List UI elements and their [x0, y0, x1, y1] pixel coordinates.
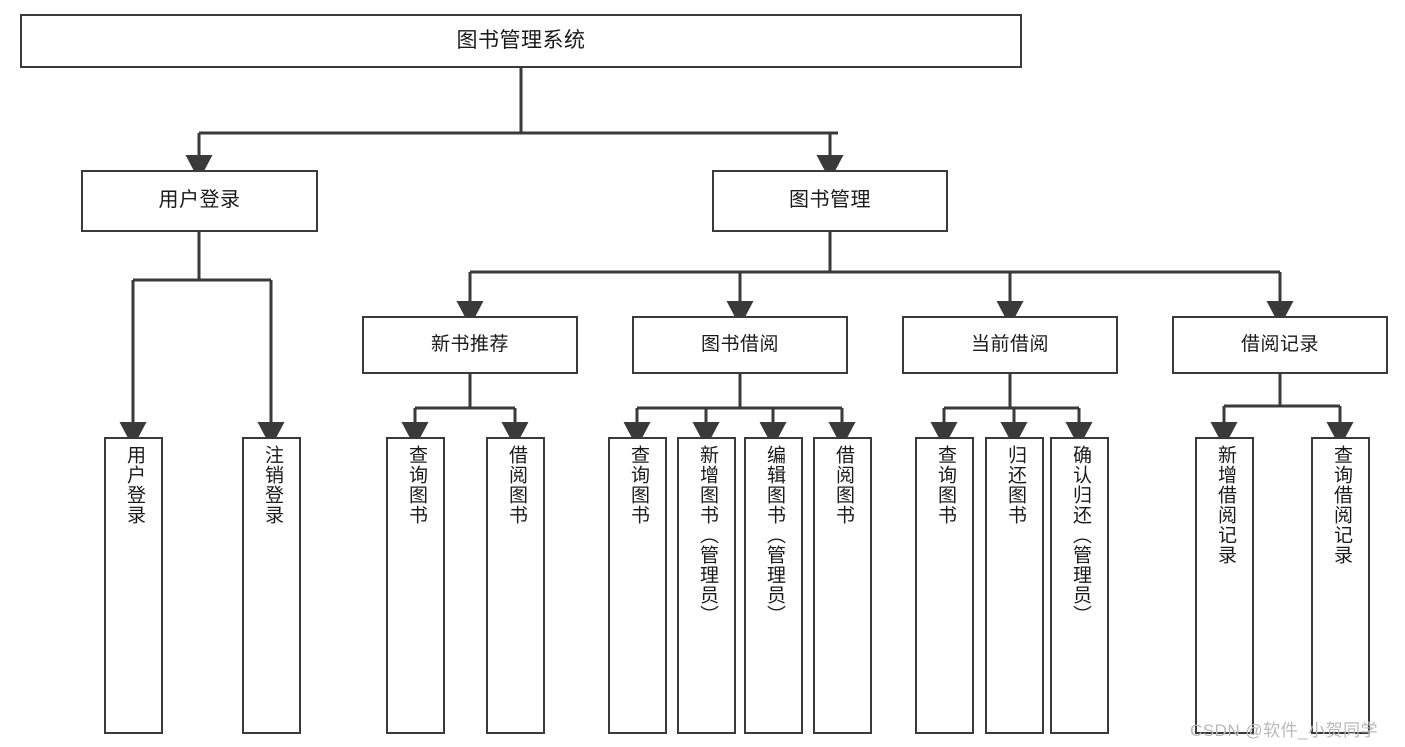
- node-book-management-label: 图书管理: [789, 189, 871, 212]
- leaf-query-book-borrow[interactable]: 查询图书: [608, 437, 667, 734]
- csdn-watermark: CSDN @软件_小贺同学: [1190, 721, 1379, 740]
- leaf-edit-book-admin[interactable]: 编辑图书（管理员）: [744, 437, 803, 734]
- node-book-borrow-label: 图书借阅: [700, 333, 779, 355]
- node-current-borrow[interactable]: 当前借阅: [902, 316, 1118, 374]
- node-borrow-record-label: 借阅记录: [1240, 333, 1319, 355]
- leaf-user-login[interactable]: 用户登录: [104, 437, 163, 734]
- leaf-query-book-recommend-label: 查询图书: [405, 445, 427, 525]
- leaf-borrow-book-recommend-label: 借阅图书: [505, 445, 527, 525]
- node-book-borrow[interactable]: 图书借阅: [632, 316, 848, 374]
- leaf-add-book-admin[interactable]: 新增图书（管理员）: [677, 437, 736, 734]
- leaf-return-book-label: 归还图书: [1004, 445, 1026, 525]
- leaf-borrow-book[interactable]: 借阅图书: [813, 437, 872, 734]
- node-root-label: 图书管理系统: [456, 28, 586, 52]
- node-root[interactable]: 图书管理系统: [20, 14, 1022, 68]
- leaf-query-borrow-record[interactable]: 查询借阅记录: [1311, 437, 1370, 734]
- leaf-confirm-return-admin-label: 确认归还（管理员）: [1069, 445, 1091, 625]
- node-borrow-record[interactable]: 借阅记录: [1172, 316, 1388, 374]
- leaf-query-borrow-record-label: 查询借阅记录: [1330, 445, 1352, 565]
- node-book-management[interactable]: 图书管理: [712, 170, 948, 232]
- leaf-query-book-current-label: 查询图书: [934, 445, 956, 525]
- node-user-login-label: 用户登录: [158, 189, 241, 212]
- node-user-login[interactable]: 用户登录: [81, 170, 318, 232]
- leaf-query-book-borrow-label: 查询图书: [627, 445, 649, 525]
- leaf-query-book-recommend[interactable]: 查询图书: [386, 437, 445, 734]
- leaf-add-borrow-record-label: 新增借阅记录: [1214, 445, 1236, 565]
- leaf-add-book-admin-label: 新增图书（管理员）: [696, 445, 718, 625]
- leaf-return-book[interactable]: 归还图书: [985, 437, 1044, 734]
- leaf-logout[interactable]: 注销登录: [242, 437, 301, 734]
- leaf-query-book-current[interactable]: 查询图书: [915, 437, 974, 734]
- leaf-user-login-label: 用户登录: [123, 445, 145, 525]
- leaf-add-borrow-record[interactable]: 新增借阅记录: [1195, 437, 1254, 734]
- leaf-borrow-book-label: 借阅图书: [832, 445, 854, 525]
- leaf-borrow-book-recommend[interactable]: 借阅图书: [486, 437, 545, 734]
- leaf-logout-label: 注销登录: [261, 445, 283, 525]
- leaf-edit-book-admin-label: 编辑图书（管理员）: [763, 445, 785, 625]
- leaf-confirm-return-admin[interactable]: 确认归还（管理员）: [1050, 437, 1109, 734]
- node-new-book-recommend-label: 新书推荐: [430, 333, 509, 355]
- node-current-borrow-label: 当前借阅: [970, 333, 1049, 355]
- node-new-book-recommend[interactable]: 新书推荐: [362, 316, 578, 374]
